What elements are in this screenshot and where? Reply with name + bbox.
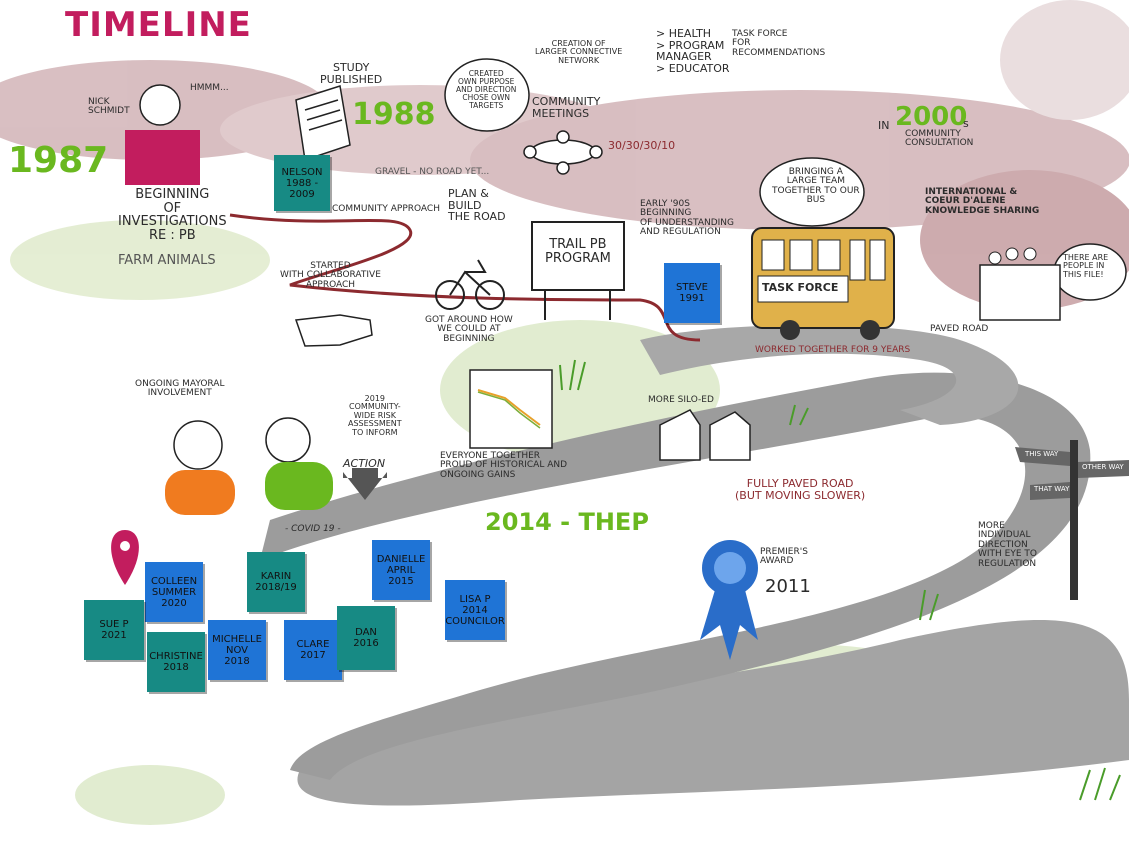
community-approach-label: Community Approach [332, 204, 440, 214]
in-2000-prefix: In [878, 119, 890, 132]
international-label: International & Coeur d'Alene Knowledge … [925, 187, 1040, 216]
premier-award-year: 2011 [765, 576, 811, 597]
down-arrow-body [352, 468, 378, 480]
handshake-icon [294, 314, 373, 347]
creation-network-label: Creation of Larger Connective Network [535, 39, 623, 65]
bicycle-icon [435, 259, 505, 310]
note-clare: Clare 2017 [284, 620, 342, 680]
trail-program-label: Trail Pb Program [545, 237, 611, 266]
task-force-bus-label: Task Force [762, 281, 839, 294]
covid-label: - Covid 19 - [285, 524, 341, 534]
farm-animals-label: Farm Animals [118, 253, 216, 268]
ratio-label: 30/30/30/10 [608, 139, 676, 152]
note-lisa: Lisa P 2014 Councilor [445, 580, 505, 640]
year-1987: 1987 [8, 140, 109, 181]
note-karin: Karin 2018/19 [247, 552, 305, 612]
nick-schmidt-label: Nick Schmidt [88, 97, 130, 117]
other-way-sign: Other Way [1082, 463, 1124, 471]
more-individual-label: More Individual Direction with Eye to Re… [978, 521, 1037, 569]
created-own-purpose-label: Created Own Purpose and Direction Chose … [456, 69, 517, 110]
speech-bubble-created [444, 58, 530, 132]
action-label: Action [343, 457, 386, 470]
started-collaborative-label: Started with Collaborative Approach [280, 261, 381, 290]
note-steve: Steve 1991 [664, 263, 720, 323]
document-icon [295, 85, 351, 161]
year-1988: 1988 [352, 97, 436, 132]
file-box-icon [979, 247, 1061, 321]
thep-2014-label: 2014 - THEP [485, 508, 649, 536]
page-title: TIMELINE [65, 5, 252, 45]
that-way-sign: That Way [1034, 485, 1070, 493]
premier-award-label: Premier's Award [760, 547, 808, 567]
grass-icon [559, 359, 1121, 801]
worked-together-label: Worked Together for 9 Years [755, 345, 911, 355]
there-are-people-label: There Are People in This File! [1063, 253, 1109, 279]
more-siloed-label: More Silo-Ed [648, 395, 714, 405]
this-way-sign: This Way [1025, 450, 1059, 458]
early-path-line [229, 213, 701, 342]
note-colleen: Colleen Summer 2020 [145, 562, 203, 622]
declining-trend-chart-icon [469, 369, 553, 449]
risk-assessment-label: 2019 Community- Wide Risk Assessment to … [348, 394, 402, 437]
meeting-table-icon [523, 130, 603, 175]
trail-program-sign-icon [531, 221, 625, 320]
two-people-talking-icon [165, 417, 333, 515]
location-pin-icon [111, 530, 139, 585]
paved-road-label: Paved Road [930, 324, 989, 334]
mayoral-label: Ongoing Mayoral Involvement [135, 379, 225, 399]
note-michelle: Michelle Nov 2018 [208, 620, 266, 680]
note-sue: Sue P 2021 [84, 600, 144, 660]
note-christine: Christine 2018 [147, 632, 205, 692]
winding-road [297, 620, 1129, 806]
signpost-icon [1015, 440, 1129, 600]
winding-road-middle [260, 372, 1091, 780]
fully-paved-road-label: Fully Paved Road (But Moving Slower) [735, 477, 866, 502]
note-nelson: Nelson 1988 - 2009 [274, 155, 330, 211]
year-2000-suffix: s [963, 117, 969, 130]
speech-bubble-bringing [759, 157, 865, 227]
task-force-bus-icon [751, 227, 895, 340]
premier-award-ribbon-icon [700, 540, 758, 660]
got-around-label: Got Around How We Could at Beginning [425, 315, 513, 344]
community-consultation-label: Community Consultation [905, 129, 974, 149]
year-2000: 2000 [895, 102, 968, 132]
everyone-together-label: Everyone Together Proud of Historical an… [440, 451, 568, 480]
bringing-team-label: Bringing a Large Team Together to Our Bu… [772, 167, 860, 206]
task-force-recommendations-label: Task Force For Recommendations [732, 29, 826, 58]
winding-road-upper [640, 325, 1019, 425]
study-published-label: Study Published [320, 61, 383, 86]
gravel-label: Gravel - No Road Yet... [375, 167, 490, 177]
nick-schmidt-figure [125, 84, 200, 185]
community-meetings-label: Community Meetings [532, 95, 601, 120]
note-danielle: Danielle April 2015 [372, 540, 430, 600]
hmmm-thought: HMMM... [190, 83, 229, 93]
plan-build-label: Plan & Build The Road [448, 187, 506, 224]
note-dan: Dan 2016 [337, 606, 395, 670]
beginning-investigations-label: Beginning of Investigations Re : Pb [118, 187, 227, 243]
roles-list: > Health > Program Manager > Educator [656, 27, 730, 75]
silo-icon [659, 409, 751, 461]
early-90s-label: Early '90s Beginning of Understanding an… [640, 199, 735, 238]
